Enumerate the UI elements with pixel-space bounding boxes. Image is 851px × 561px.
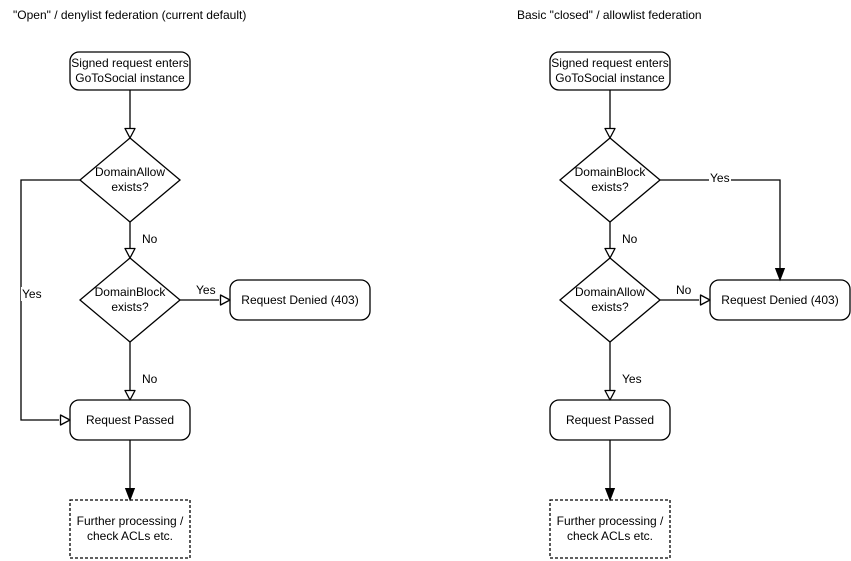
left-no-passed-label: No [141,372,159,386]
right-no-denied-label: No [675,283,693,297]
right-no-top-label: No [621,232,639,246]
right-further-node-box [549,499,671,559]
right-arrowhead-filled-icon [774,268,786,282]
right-arrowhead-open-icon [604,247,616,259]
left-yes-denied-label: Yes [195,283,217,297]
left-arrowhead-open-icon [59,414,71,426]
left-arrowhead-open-icon [219,294,231,306]
right-yes-denied-label: Yes [709,171,731,185]
right-decision-mid-label: DomainAllow exists? [574,285,646,314]
left-further-node-box [69,499,191,559]
left-denied-node-label: Request Denied (403) [241,292,359,307]
left-decision-top-label: DomainAllow exists? [94,165,166,194]
left-arrowhead-open-icon [124,389,136,401]
right-further-node-label: Further processing / check ACLs etc. [556,514,664,543]
left-arrowhead-open-icon [124,127,136,139]
left-passed-node-label: Request Passed [85,412,175,427]
right-denied-node-label: Request Denied (403) [721,292,839,307]
right-yes-passed-label: Yes [621,372,643,386]
left-further-node-label: Further processing / check ACLs etc. [76,514,184,543]
right-decision-top-label: DomainBlock exists? [574,165,646,194]
right-chart-title: Basic "closed" / allowlist federation [517,8,702,22]
right-arrowhead-open-icon [604,389,616,401]
right-arrowhead-open-icon [604,127,616,139]
left-arrowhead-open-icon [124,247,136,259]
right-passed-node-label: Request Passed [565,412,655,427]
right-start-node-label: Signed request enters GoToSocial instanc… [551,56,669,85]
left-arrowhead-filled-icon [124,488,136,502]
right-arrowhead-open-icon [699,294,711,306]
left-start-node-label: Signed request enters GoToSocial instanc… [71,56,189,85]
left-no-top-label: No [141,232,159,246]
right-edge-yes-to-denied [660,179,781,268]
left-yes-loop-label: Yes [21,287,43,301]
right-arrowhead-filled-icon [604,488,616,502]
left-decision-mid-label: DomainBlock exists? [94,285,166,314]
left-chart-title: "Open" / denylist federation (current de… [13,8,247,22]
